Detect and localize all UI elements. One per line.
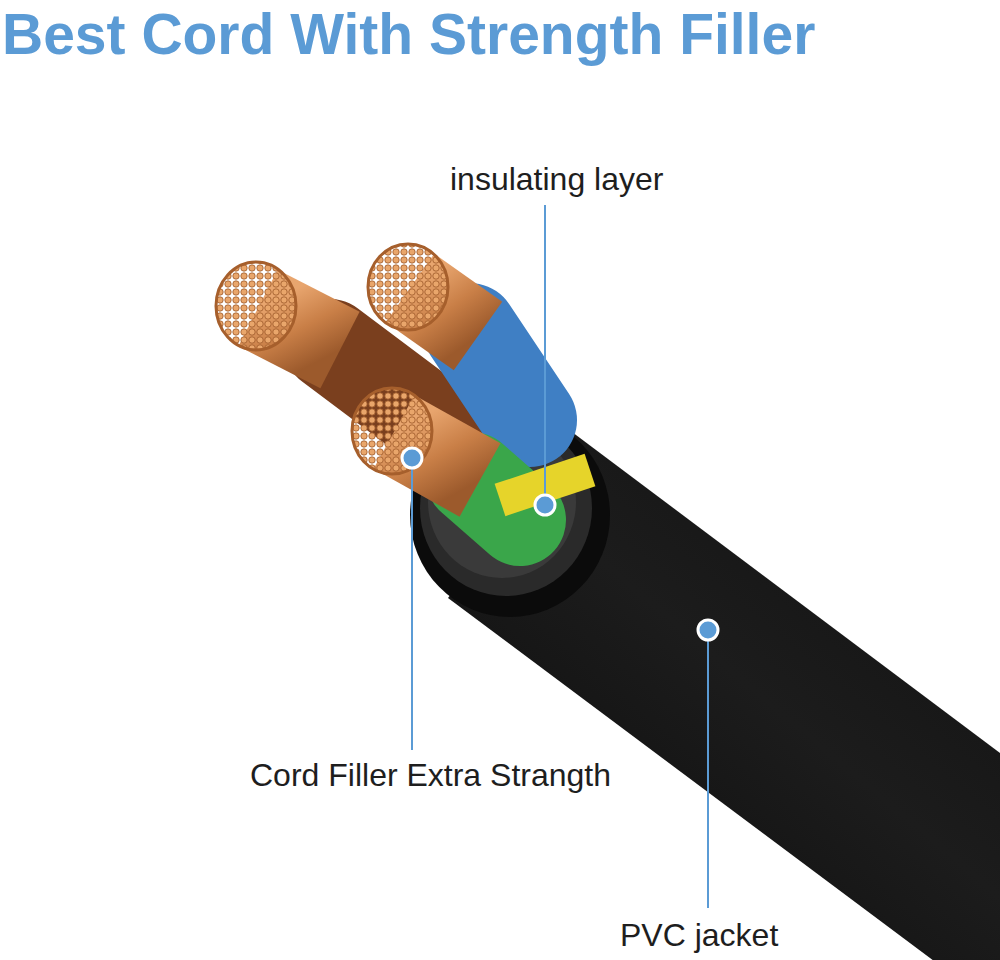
leader-line: [707, 630, 709, 908]
part-label: Cord Filler Extra Strangth: [250, 756, 611, 794]
leader-line: [411, 458, 413, 750]
part-label: insulating layer: [450, 160, 663, 198]
leader-line: [544, 205, 546, 505]
copper-tip: [216, 262, 296, 350]
diagram-title: Best Cord With Strength Filler: [2, 2, 815, 66]
blue-insulation: [470, 330, 530, 420]
callout-dot: [535, 495, 555, 515]
callout-dot: [402, 448, 422, 468]
pvc-jacket-body: [448, 432, 1000, 960]
copper-tip: [368, 244, 448, 330]
part-label: PVC jacket: [620, 916, 778, 954]
copper-tip: [352, 388, 432, 474]
callout-dot: [698, 620, 718, 640]
